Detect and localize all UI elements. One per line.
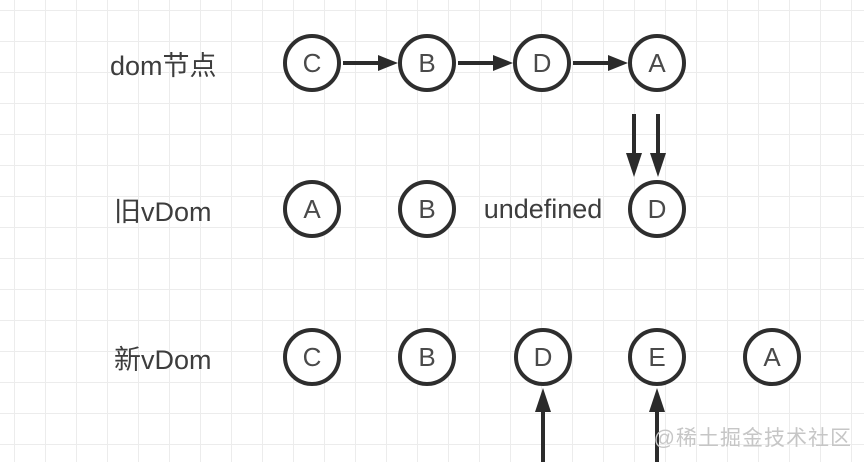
arrow-right-icon-c-to-b	[343, 55, 398, 71]
row-label-dom-nodes: dom节点	[110, 50, 217, 81]
node-dom-a: A	[628, 34, 686, 92]
node-new-e: E	[628, 328, 686, 386]
arrow-head	[626, 153, 642, 177]
arrow-head	[649, 388, 665, 412]
node-dom-d: D	[513, 34, 571, 92]
arrow-up-icon-to-e	[649, 388, 665, 462]
arrow-down-icon-left	[626, 114, 642, 177]
node-new-c: C	[283, 328, 341, 386]
node-new-d: D	[514, 328, 572, 386]
watermark-text: @稀土掘金技术社区	[653, 427, 852, 450]
arrow-up-icon-to-d	[535, 388, 551, 462]
arrow-shaft	[343, 61, 378, 65]
arrow-head	[493, 55, 513, 71]
node-new-a: A	[743, 328, 801, 386]
arrow-head	[650, 153, 666, 177]
arrow-shaft	[573, 61, 608, 65]
arrow-shaft	[632, 114, 636, 153]
arrow-right-icon-d-to-a	[573, 55, 628, 71]
node-dom-c: C	[283, 34, 341, 92]
node-old-d: D	[628, 180, 686, 238]
arrow-head	[378, 55, 398, 71]
row-label-old-vdom: 旧vDom	[114, 196, 212, 227]
undefined-text: undefined	[483, 193, 603, 224]
arrow-shaft	[458, 61, 493, 65]
arrow-head	[608, 55, 628, 71]
node-new-b: B	[398, 328, 456, 386]
arrow-shaft	[655, 412, 659, 462]
node-old-a: A	[283, 180, 341, 238]
node-dom-b: B	[398, 34, 456, 92]
arrow-down-icon-right	[650, 114, 666, 177]
arrow-shaft	[541, 412, 545, 462]
arrow-head	[535, 388, 551, 412]
row-label-new-vdom: 新vDom	[114, 344, 212, 375]
arrow-shaft	[656, 114, 660, 153]
arrow-right-icon-b-to-d	[458, 55, 513, 71]
node-old-b: B	[398, 180, 456, 238]
